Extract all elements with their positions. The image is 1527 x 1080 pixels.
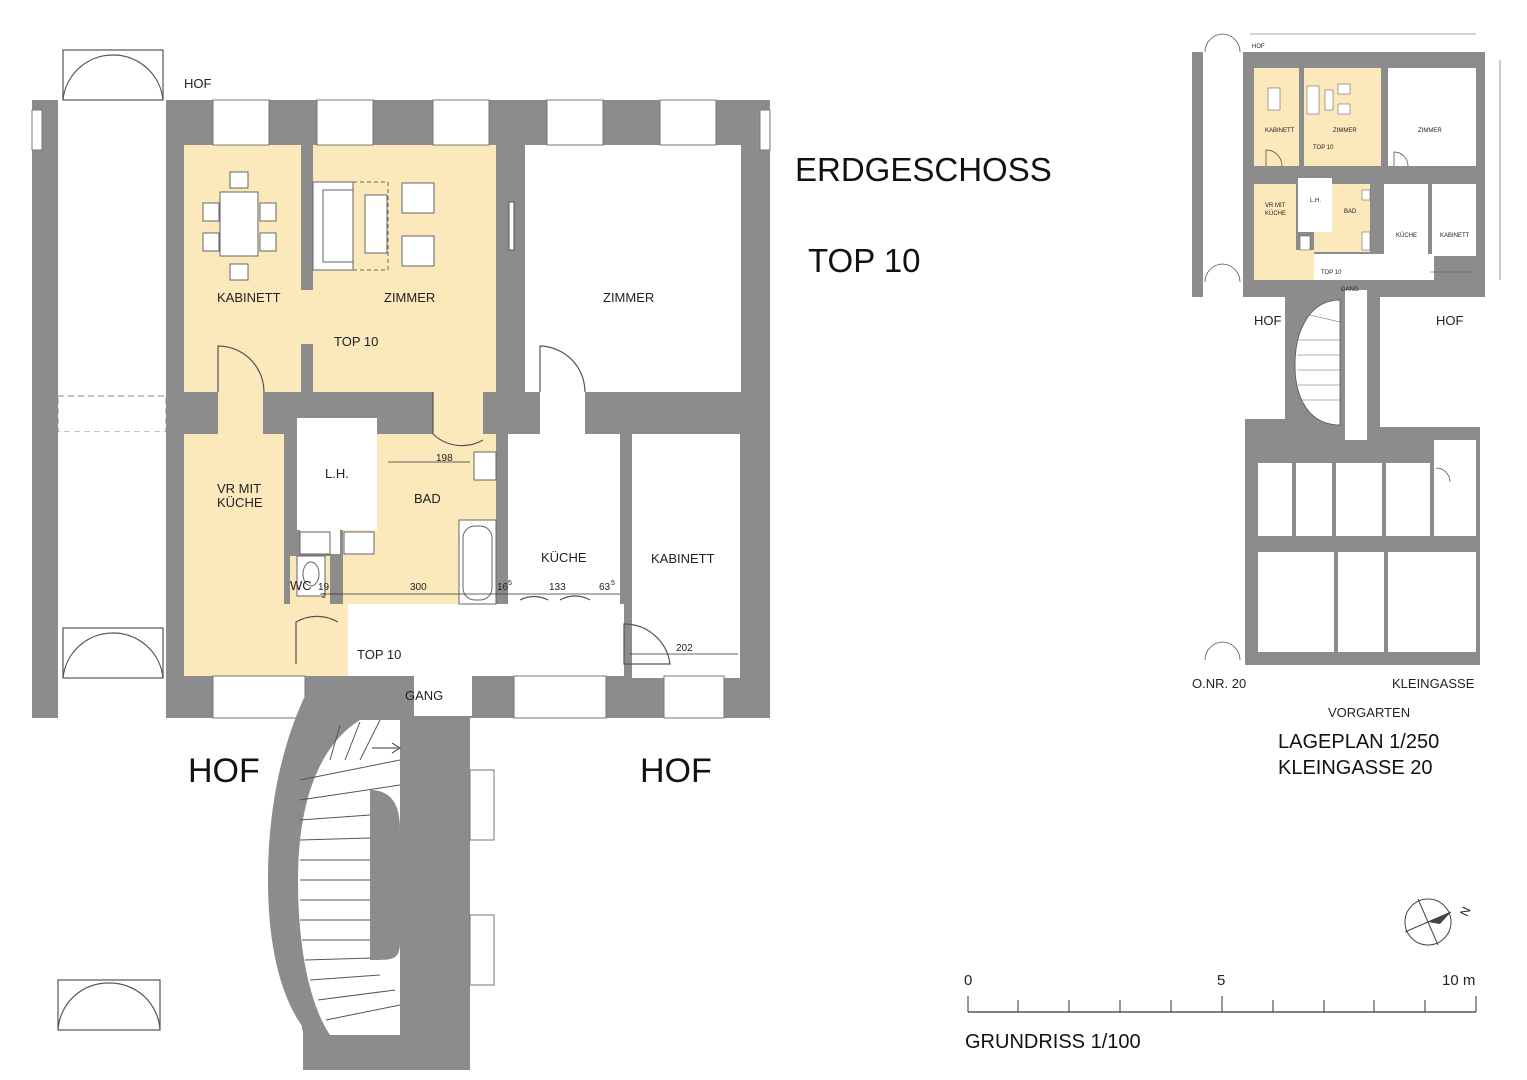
label-hof-right: HOF: [640, 752, 712, 790]
label-zimmer-right: ZIMMER: [603, 290, 654, 305]
stair-treads: [299, 719, 401, 1021]
label-wc: WC: [290, 578, 312, 593]
site-label-top10-gang: TOP 10: [1321, 270, 1342, 276]
site-plan-labels: HOF KABINETT ZIMMER TOP 10 ZIMMER VR MIT…: [1192, 44, 1475, 779]
room-lh: [297, 418, 377, 530]
site-label-kabinett-right: KABINETT: [1440, 233, 1470, 239]
dim-2: 2: [322, 593, 326, 600]
label-gang: GANG: [405, 688, 443, 703]
room-gang: [348, 604, 624, 676]
label-bad: BAD: [414, 491, 441, 506]
subtitle: TOP 10: [808, 242, 921, 279]
north-arrow: N: [1404, 898, 1473, 946]
dim-133: 133: [549, 582, 566, 593]
site-label-hof-right: HOF: [1436, 313, 1464, 328]
label-hof-left: HOF: [188, 752, 260, 790]
site-label-bad: BAD: [1344, 209, 1357, 215]
scale-label: GRUNDRISS 1/100: [965, 1031, 1141, 1053]
label-kueche: KÜCHE: [541, 550, 587, 565]
scale-tick-0: 0: [964, 972, 972, 989]
site-label-kueche-vr: KÜCHE: [1265, 210, 1286, 217]
scale-bar: 0 5 10 m GRUNDRISS 1/100: [964, 972, 1477, 1053]
site-address: KLEINGASSE 20: [1278, 757, 1433, 779]
site-label-zimmer: ZIMMER: [1333, 128, 1357, 134]
site-label-vorgarten: VORGARTEN: [1328, 705, 1410, 720]
label-zimmer-top10: ZIMMER: [384, 290, 435, 305]
dining-table: [202, 171, 277, 281]
dim-202: 202: [676, 643, 693, 654]
site-label-kleingasse: KLEINGASSE: [1392, 676, 1475, 691]
site-label-zimmer-right: ZIMMER: [1418, 128, 1442, 134]
dim-63: 63: [599, 582, 611, 593]
room-kabinett-right: [632, 434, 740, 678]
room-zimmer-right: [525, 145, 741, 392]
site-label-vr: VR MIT: [1265, 203, 1286, 209]
site-scale-label: LAGEPLAN 1/250: [1278, 731, 1439, 753]
north-label: N: [1457, 905, 1473, 919]
label-hof-top: HOF: [184, 76, 212, 91]
dim-16: 16: [497, 582, 509, 593]
site-label-top10: TOP 10: [1313, 145, 1334, 151]
dim-16-sup: 5: [508, 580, 512, 587]
courtyard-doors: [57, 49, 164, 1031]
site-label-onr: O.NR. 20: [1192, 676, 1246, 691]
label-top10-gang: TOP 10: [357, 647, 401, 662]
courtyard-right: [494, 740, 770, 1040]
label-top10-inside: TOP 10: [334, 334, 378, 349]
label-kabinett-right: KABINETT: [651, 551, 715, 566]
interior-doors: [217, 345, 671, 665]
site-label-gang: GANG: [1341, 287, 1359, 293]
site-plan: HOF KABINETT ZIMMER TOP 10 ZIMMER VR MIT…: [1192, 33, 1501, 779]
label-kabinett-left: KABINETT: [217, 290, 281, 305]
room-vr-kueche: [184, 434, 284, 604]
dimension-lines: [320, 461, 738, 655]
dim-19: 19: [318, 582, 330, 593]
dim-63-sup: 5: [611, 580, 615, 587]
sanitary-fixtures: [296, 451, 497, 605]
site-label-hof-top: HOF: [1252, 44, 1265, 50]
site-label-kueche: KÜCHE: [1396, 232, 1417, 239]
main-plan-labels: HOF KABINETT ZIMMER TOP 10 ZIMMER L.H. B…: [184, 76, 715, 790]
room-kueche: [508, 434, 620, 604]
label-vr-2: KÜCHE: [217, 495, 263, 510]
dim-198: 198: [436, 453, 453, 464]
site-label-hof-left: HOF: [1254, 313, 1282, 328]
living-furniture: [312, 181, 435, 271]
scale-tick-10: 10 m: [1442, 972, 1475, 989]
dim-300: 300: [410, 582, 427, 593]
main-floor-plan: [31, 49, 771, 1070]
label-lh: L.H.: [325, 466, 349, 481]
site-label-kabinett: KABINETT: [1265, 128, 1295, 134]
title: ERDGESCHOSS: [795, 151, 1052, 188]
site-label-lh: L.H.: [1310, 198, 1321, 204]
scale-tick-5: 5: [1217, 972, 1225, 989]
label-vr-1: VR MIT: [217, 481, 261, 496]
